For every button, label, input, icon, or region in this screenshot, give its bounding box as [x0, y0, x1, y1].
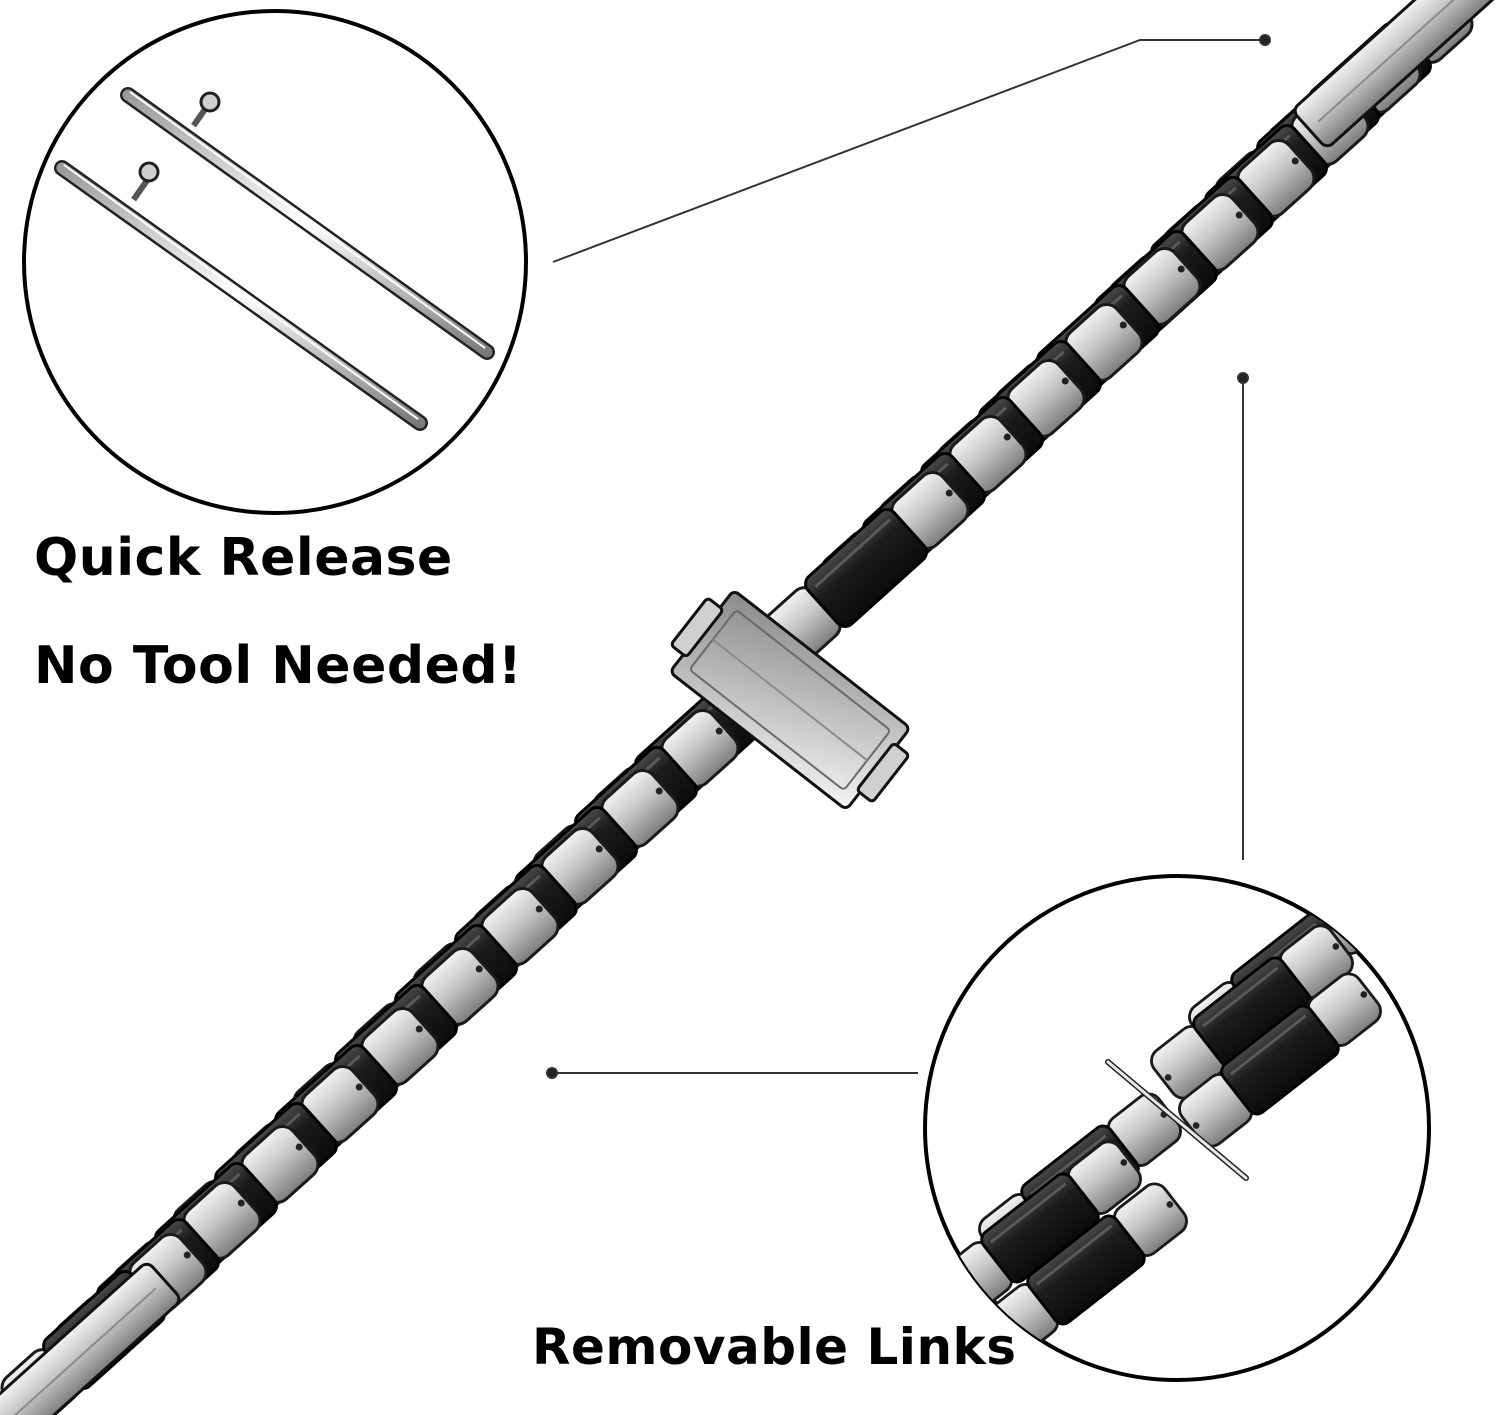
- band-end-piece: [0, 1262, 181, 1415]
- quick-release-caption: Quick Release: [34, 528, 453, 588]
- removable-links-detail: [923, 874, 1431, 1382]
- watch-band-link-icon: [1178, 972, 1382, 1148]
- leader-lines: [546, 34, 1271, 1079]
- leader-line-quick-release: [552, 39, 1265, 263]
- leader-dot-left: [546, 1067, 558, 1079]
- no-tool-caption: No Tool Needed!: [34, 636, 523, 696]
- band-end-piece: [1293, 0, 1500, 148]
- butterfly-clasp-icon: [670, 590, 910, 810]
- spring-bar-pin-icon: [120, 87, 495, 360]
- leader-dot-top: [1259, 34, 1271, 46]
- quick-release-detail: [22, 9, 528, 515]
- spring-bar-pin-icon: [1105, 1059, 1249, 1181]
- watch-band-link-icon: [984, 1182, 1188, 1358]
- spring-bar-pin-icon: [54, 160, 428, 431]
- removable-links-caption: Removable Links: [532, 1318, 1017, 1376]
- leader-dot-right: [1237, 372, 1249, 384]
